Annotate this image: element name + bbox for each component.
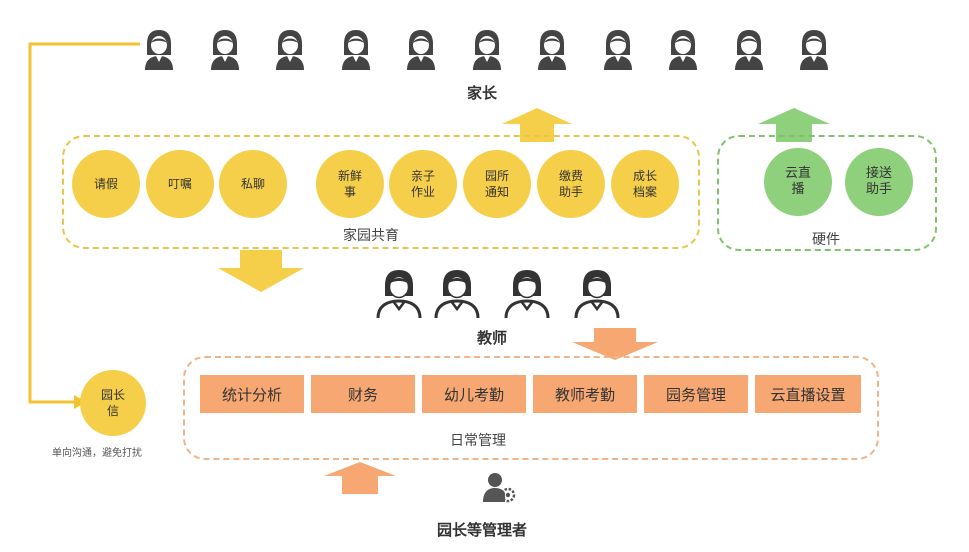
circle-notice[interactable]: 园所 通知	[463, 150, 531, 218]
principal-letter-note: 单向沟通，避免打扰	[52, 448, 142, 459]
mgmt-statistics[interactable]: 统计分析	[200, 375, 304, 413]
parent-person-icon	[145, 30, 173, 70]
parent-person-icon	[407, 30, 435, 70]
admin-gear-person-icon	[483, 473, 516, 503]
mgmt-teacher-attendance[interactable]: 教师考勤	[533, 375, 637, 413]
parent-person-icon	[800, 30, 828, 70]
teacher-person-icon	[574, 270, 620, 318]
parent-person-icon	[669, 30, 697, 70]
circle-news[interactable]: 新鲜 事	[316, 150, 384, 218]
teacher-person-icon	[504, 270, 550, 318]
circle-leave[interactable]: 请假	[72, 150, 140, 218]
circle-growth[interactable]: 成长 档案	[611, 150, 679, 218]
parent-person-icon	[735, 30, 763, 70]
hardware-group	[717, 135, 937, 251]
circle-payment[interactable]: 缴费 助手	[537, 150, 605, 218]
down-arrow-teachers	[572, 328, 658, 360]
teachers-label: 教师	[477, 329, 508, 347]
mgmt-child-attendance[interactable]: 幼儿考勤	[422, 375, 526, 413]
mgmt-live-settings[interactable]: 云直播设置	[755, 375, 861, 413]
mgmt-finance[interactable]: 财务	[311, 375, 415, 413]
circle-reminder[interactable]: 叮嘱	[146, 150, 214, 218]
down-arrow-home-school	[218, 250, 304, 292]
up-arrow-admin	[324, 462, 396, 494]
hardware-caption: 硬件	[812, 232, 840, 248]
parent-person-icon	[211, 30, 239, 70]
circle-principal-letter[interactable]: 园长 信	[80, 370, 146, 436]
parent-person-icon	[276, 30, 304, 70]
home-school-caption: 家园共育	[343, 228, 399, 244]
teacher-person-icon	[376, 270, 422, 318]
circle-live-stream[interactable]: 云直 播	[764, 148, 832, 216]
parent-person-icon	[473, 30, 501, 70]
circle-homework[interactable]: 亲子 作业	[389, 150, 457, 218]
parent-person-icon	[604, 30, 632, 70]
parents-label: 家长	[467, 84, 498, 102]
daily-management-caption: 日常管理	[450, 433, 506, 449]
teacher-person-icon	[434, 270, 480, 318]
mgmt-school-affairs[interactable]: 园务管理	[644, 375, 748, 413]
admin-label: 园长等管理者	[437, 521, 528, 539]
up-arrow-hardware	[758, 108, 830, 142]
circle-private-chat[interactable]: 私聊	[219, 150, 287, 218]
up-arrow-to-parents	[502, 108, 572, 142]
daily-management-group	[183, 356, 879, 460]
circle-pickup[interactable]: 接送 助手	[845, 148, 913, 216]
parent-person-icon	[538, 30, 566, 70]
parent-person-icon	[342, 30, 370, 70]
home-school-group	[62, 135, 700, 249]
